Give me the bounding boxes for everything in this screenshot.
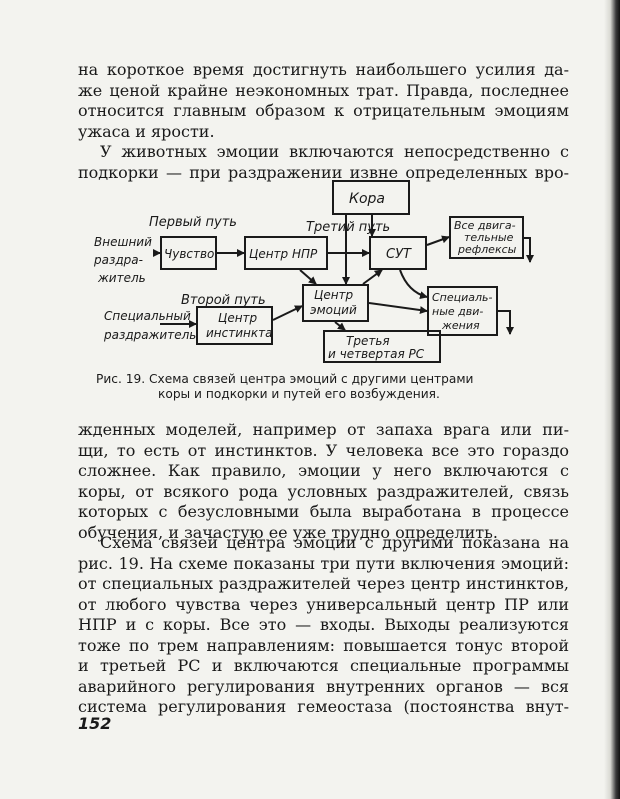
label-movements-2: ные дви-: [432, 305, 483, 318]
label-emotion-2: эмоций: [310, 303, 357, 317]
arrow-npr-to-emotion: [299, 269, 317, 285]
text-line: ужаса и ярости.: [78, 121, 215, 141]
label-third-path: Третий путь: [306, 220, 390, 235]
text-line: система регулирования гемеостаза (постоя…: [78, 697, 569, 716]
text-line: обучения, и зачастую ее уже трудно опред…: [78, 522, 498, 542]
label-external-3: житель: [97, 271, 146, 285]
figure-caption: Рис. 19. Схема связей центра эмоций с др…: [96, 372, 566, 402]
arrow-emotion-to-rs: [334, 321, 346, 331]
page-number: 152: [78, 714, 112, 733]
text-line: щи, то есть от инстинктов. У человека вс…: [78, 440, 569, 460]
label-emotion-1: Центр: [314, 288, 354, 302]
text-line: НПР и с коры. Все это — входы. Выходы ре…: [78, 615, 569, 634]
text-line: аварийного регулирования внутренних орга…: [78, 676, 569, 696]
text-line: сложнее. Как правило, эмоции у него вклю…: [78, 461, 569, 480]
text-line: коры, от всякого рода условных раздражит…: [78, 481, 569, 501]
arrow-sut-to-movements: [399, 269, 428, 300]
text-line: и третьей РС и включаются специальные пр…: [78, 656, 569, 675]
paragraph-2: У животных эмоции включаются непосредств…: [78, 142, 569, 183]
label-first-path: Первый путь: [149, 215, 237, 230]
label-rs-1: Третья: [346, 334, 390, 348]
text-line: же ценой крайне неэкономных трат. Правда…: [78, 80, 569, 100]
caption-line: коры и подкорки и путей его возбуждения.: [158, 387, 440, 401]
arrow-instinct-to-emotion: [272, 305, 303, 321]
label-external-1: Внешний: [94, 235, 152, 249]
label-special-2: раздражитель: [103, 328, 196, 342]
box-instinct-center: [196, 306, 273, 345]
arrow-sut-to-reflexes: [426, 235, 450, 246]
label-sut: СУТ: [386, 247, 412, 262]
text-line: относится главным образом к отрицательны…: [78, 101, 569, 120]
label-rs-2: и четвертая РС: [328, 347, 425, 361]
box-feeling: [160, 236, 217, 270]
label-special-1: Специальный: [104, 309, 191, 323]
box-center-npr: [244, 236, 328, 270]
label-reflexes-3: рефлексы: [457, 243, 517, 256]
label-movements-1: Специаль-: [432, 291, 493, 304]
label-instinct-2: инстинкта: [206, 326, 272, 340]
text-line: У животных эмоции включаются непосредств…: [100, 142, 569, 161]
label-center-npr: Центр НПР: [249, 247, 318, 261]
caption-line: Рис. 19. Схема связей центра эмоций с др…: [96, 372, 474, 386]
text-line: от специальных раздражителей через центр…: [78, 574, 569, 593]
paragraph-4: Схема связей центра эмоции с другими пок…: [78, 533, 569, 718]
text-line: Схема связей центра эмоции с другими пок…: [100, 533, 569, 552]
box-emotion-center: [302, 284, 369, 322]
label-reflexes-1: Все двига-: [454, 219, 516, 232]
label-movements-3: жения: [441, 319, 480, 332]
text-line: от любого чувства через универсальный це…: [78, 594, 569, 614]
paragraph-1: на короткое время достигнуть наибольшего…: [78, 60, 569, 142]
label-feeling: Чувство: [164, 247, 214, 261]
label-second-path: Второй путь: [181, 293, 266, 308]
paragraph-3: жденных моделей, например от запаха враг…: [78, 420, 569, 543]
text-line: рис. 19. На схеме показаны три пути вклю…: [78, 553, 569, 573]
label-kora: Кора: [349, 191, 385, 207]
text-line: которых с безусловными была выработана в…: [78, 502, 569, 521]
text-line: подкорки — при раздражении извне определ…: [78, 162, 569, 182]
arrow-movements-out: [497, 310, 514, 335]
text-line: жденных моделей, например от запаха враг…: [78, 420, 569, 439]
text-line: на короткое время достигнуть наибольшего…: [78, 60, 569, 79]
arrow-emotion-to-movements: [368, 302, 428, 315]
arrow-reflexes-out: [523, 237, 534, 263]
label-reflexes-2: тельные: [464, 231, 514, 244]
label-instinct-1: Центр: [218, 311, 258, 325]
page-edge: [604, 0, 620, 799]
box-sut: [369, 236, 427, 270]
text-line: тоже по трем направлениям: повышается то…: [78, 635, 569, 655]
box-third-fourth: [323, 330, 441, 363]
arrow-emotion-to-sut: [362, 269, 383, 285]
label-external-2: раздра-: [93, 253, 143, 267]
